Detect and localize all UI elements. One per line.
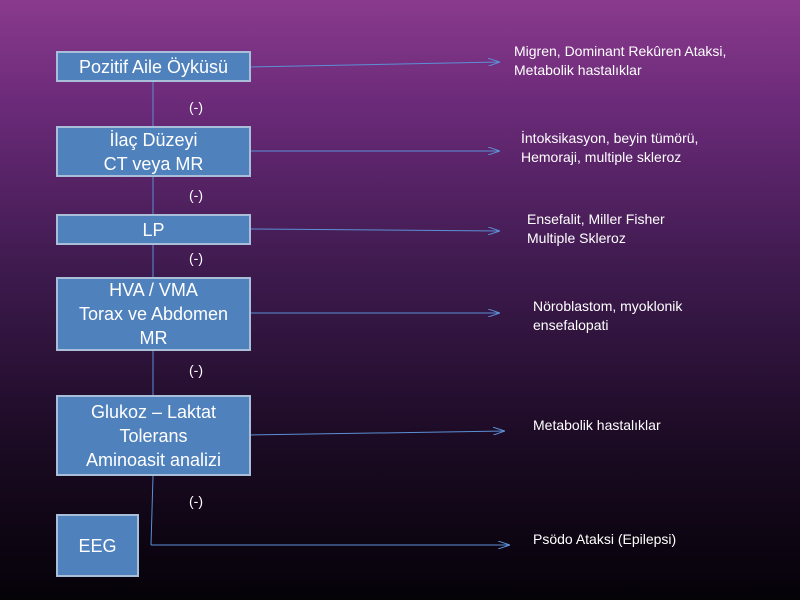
step-line: EEG [78, 535, 117, 556]
step-line: HVA / VMA [109, 280, 198, 300]
outcome-text: Psödo Ataksi (Epilepsi) [533, 530, 676, 549]
outcome-line: Psödo Ataksi (Epilepsi) [533, 531, 677, 547]
outcome-line: Migren, Dominant Rekûren Ataksi, [514, 43, 727, 59]
step-line: Pozitif Aile Öyküsü [78, 56, 229, 77]
outcome-text: Migren, Dominant Rekûren Ataksi, Metabol… [514, 42, 726, 80]
outcome-line: Metabolik hastalıklar [514, 62, 642, 78]
step-line: MR [139, 328, 168, 348]
outcome-text: İntoksikasyon, beyin tümörü, Hemoraji, m… [521, 129, 698, 167]
outcome-line: ensefalopati [533, 317, 609, 333]
step-line: Glukoz – Laktat [90, 401, 217, 422]
step-line: CT veya MR [103, 153, 204, 174]
step-line: Tolerans [119, 425, 188, 446]
step-line: LP [142, 219, 165, 240]
outcome-line: İntoksikasyon, beyin tümörü, [521, 130, 699, 146]
outcome-text: Metabolik hastalıklar [533, 416, 661, 435]
step-line: Aminoasit analizi [85, 449, 222, 470]
negative-label: (-) [189, 362, 203, 378]
outcome-line: Hemoraji, multiple skleroz [521, 149, 682, 165]
outcome-line: Metabolik hastalıklar [533, 417, 661, 433]
negative-label: (-) [189, 250, 203, 266]
outcome-text: Nöroblastom, myoklonik ensefalopati [533, 297, 682, 335]
step-box-drug-level: İlaç Düzeyi CT veya MR [56, 126, 251, 177]
step-line: Torax ve Abdomen [78, 304, 229, 324]
outcome-arrow [249, 431, 505, 436]
outcome-arrow [249, 62, 500, 68]
step-box-lp: LP [56, 214, 251, 245]
step-line: İlaç Düzeyi [109, 129, 198, 150]
step-box-glucose-lactate: Glukoz – Laktat Tolerans Aminoasit anali… [56, 395, 251, 476]
negative-label: (-) [189, 493, 203, 509]
outcome-arrow [249, 229, 500, 231]
outcome-text: Ensefalit, Miller Fisher Multiple Sklero… [527, 210, 665, 248]
outcome-line: Ensefalit, Miller Fisher [527, 211, 665, 227]
outcome-line: Nöroblastom, myoklonik [533, 298, 683, 314]
step-box-family-history: Pozitif Aile Öyküsü [56, 51, 251, 82]
outcome-line: Multiple Skleroz [527, 230, 626, 246]
negative-label: (-) [189, 99, 203, 115]
negative-label: (-) [189, 187, 203, 203]
step-box-eeg: EEG [56, 514, 139, 577]
vertical-connector [150, 475, 154, 546]
step-box-hva-vma: HVA / VMA Torax ve Abdomen MR [56, 277, 251, 351]
